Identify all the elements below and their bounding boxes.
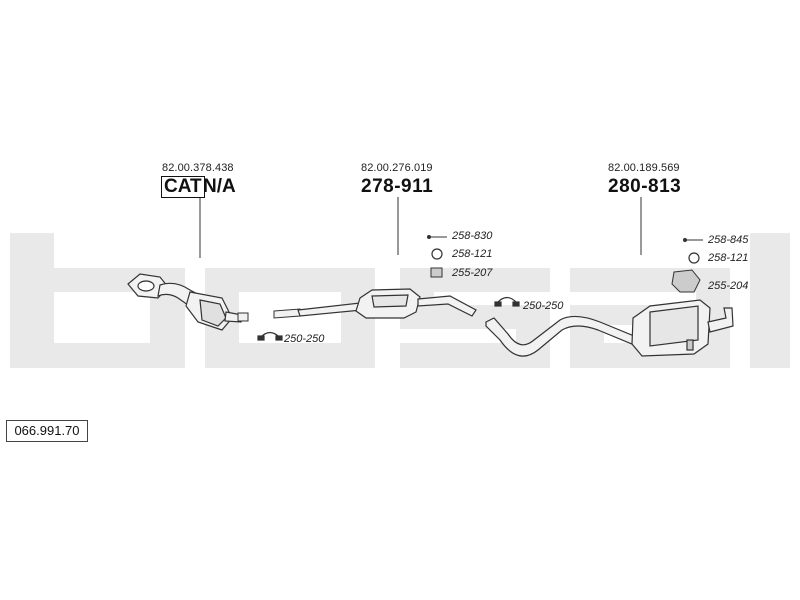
middle-silencer [297, 288, 477, 319]
accessory-label: 255-207 [452, 267, 493, 279]
rear-silencer-assembly [485, 299, 734, 357]
cat-label: CAT [161, 176, 205, 198]
oem-number: 82.00.189.569 [608, 162, 680, 174]
ring-icon [431, 248, 443, 260]
oem-number: 82.00.276.019 [361, 162, 433, 174]
accessory-label: 258-830 [452, 230, 493, 242]
front-pipe-joint [237, 308, 301, 322]
rubber-mount-icon [427, 235, 447, 239]
oem-number: 82.00.378.438 [162, 162, 234, 174]
clamp-icon [494, 296, 520, 307]
part-number: 278-911 [361, 176, 434, 197]
bracket-icon [430, 267, 443, 278]
accessory-label: 258-121 [708, 252, 749, 264]
cat-suffix: N/A [203, 176, 236, 197]
accessory-label: 250-250 [523, 300, 564, 312]
rubber-mount-icon [683, 238, 703, 242]
accessory-label: 255-204 [708, 280, 749, 292]
accessory-label: 258-845 [708, 234, 749, 246]
clamp-icon [257, 331, 283, 341]
part-number: 280-813 [608, 176, 682, 197]
catalytic-converter-assembly [127, 273, 243, 331]
ring-icon [688, 252, 700, 264]
diagram-id-label: 066.991.70 [6, 420, 88, 442]
accessory-label: 258-121 [452, 248, 493, 260]
accessory-label: 250-250 [284, 333, 325, 345]
bracket-icon [671, 269, 701, 293]
